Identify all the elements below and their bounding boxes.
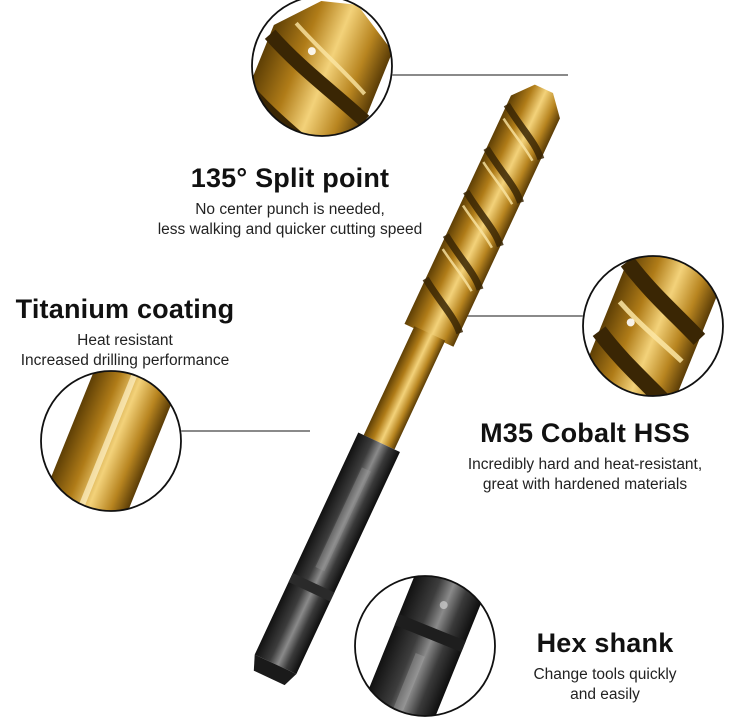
- split-point-title: 135° Split point: [190, 163, 390, 193]
- drill-smooth-shank: [363, 326, 446, 450]
- callout-split-point: 135° Split point No center punch is need…: [110, 163, 470, 240]
- hex-line-2: and easily: [570, 686, 640, 703]
- titanium-line-2: Increased drilling performance: [20, 352, 230, 369]
- split-point-line-1: No center punch is needed,: [195, 201, 385, 218]
- callout-cobalt-hss: M35 Cobalt HSS Incredibly hard and heat-…: [440, 418, 730, 495]
- cobalt-line-1: Incredibly hard and heat-resistant,: [467, 456, 703, 473]
- zoom-circle-cobalt: [582, 255, 724, 397]
- cobalt-line-2: great with hardened materials: [482, 476, 688, 493]
- zoom-circle-hex: [354, 575, 496, 717]
- cobalt-title: M35 Cobalt HSS: [480, 418, 690, 448]
- callout-hex-shank: Hex shank Change tools quickly and easil…: [505, 628, 705, 705]
- titanium-title: Titanium coating: [15, 294, 235, 324]
- split-point-line-2: less walking and quicker cutting speed: [157, 221, 423, 238]
- zoom-circle-titanium: [40, 370, 182, 512]
- hex-line-1: Change tools quickly: [533, 666, 677, 683]
- drill-helix-flutes: [422, 102, 545, 335]
- hex-title: Hex shank: [536, 628, 674, 658]
- titanium-line-1: Heat resistant: [77, 332, 173, 349]
- drill-hex-shank: [254, 432, 400, 675]
- callout-titanium-coating: Titanium coating Heat resistant Increase…: [0, 294, 250, 371]
- drill-bit: [253, 84, 560, 686]
